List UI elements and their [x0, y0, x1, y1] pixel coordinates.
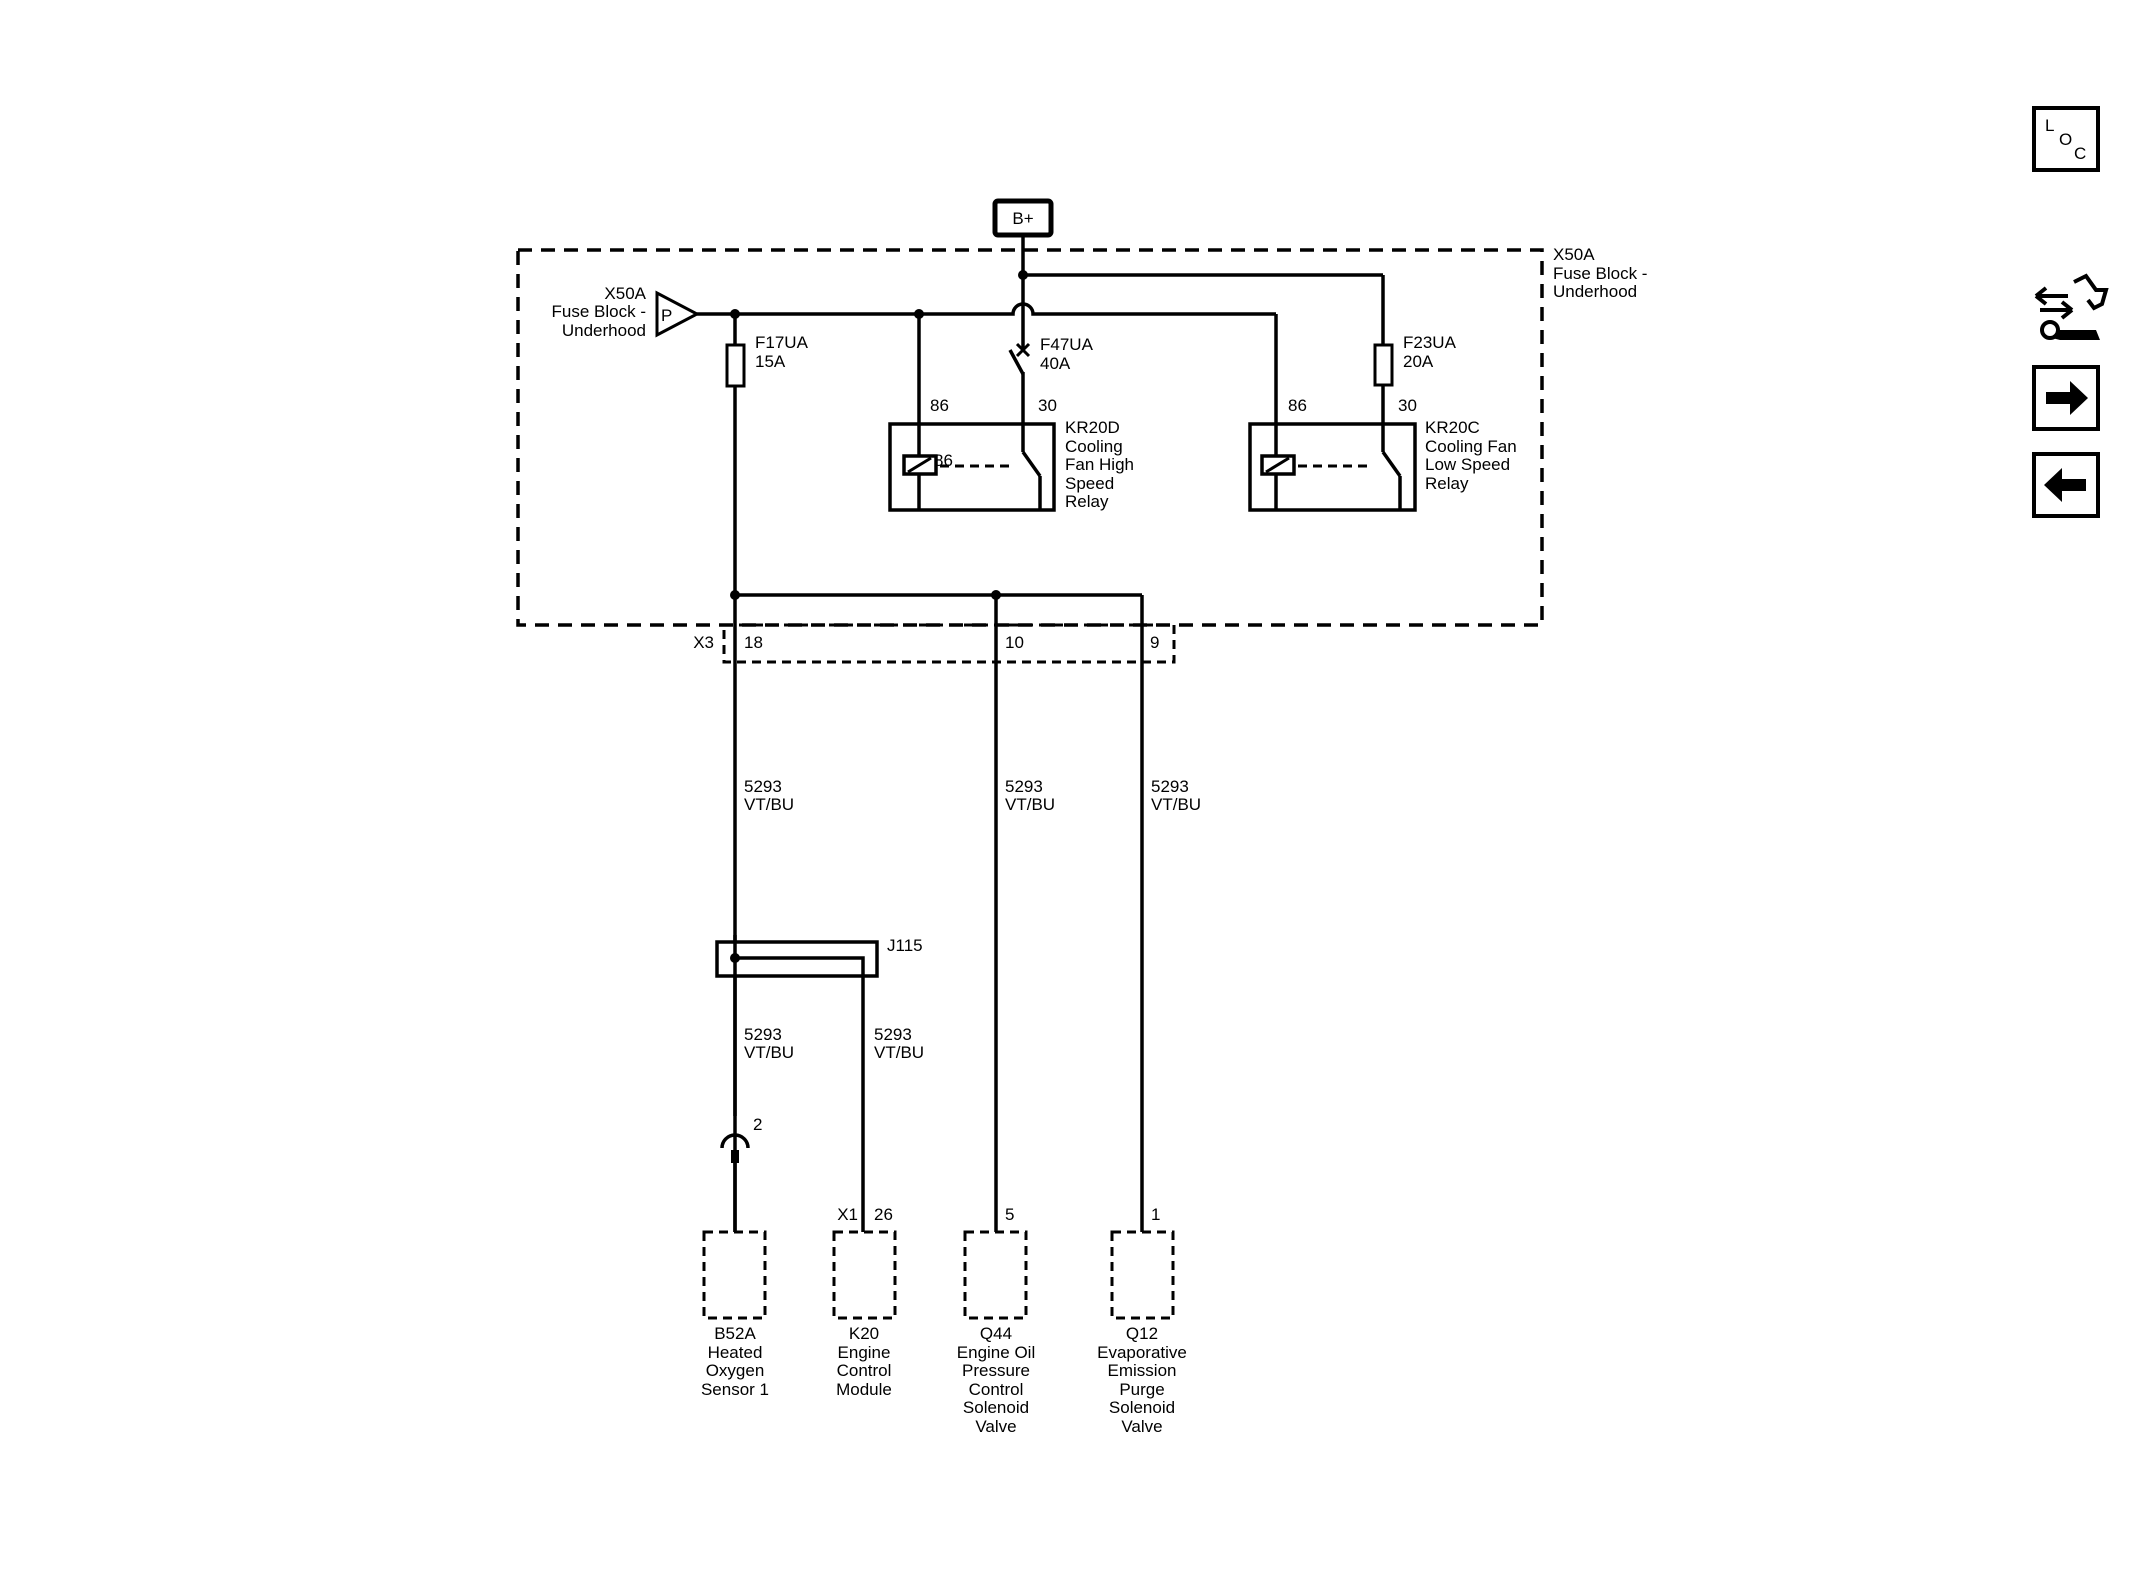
- svg-text:Valve: Valve: [975, 1417, 1016, 1436]
- svg-text:VT/BU: VT/BU: [744, 1043, 794, 1062]
- battery-label: B+: [1012, 209, 1033, 228]
- battery-positive-source: B+: [992, 198, 1054, 250]
- k20-connector-label: X1: [837, 1205, 858, 1224]
- svg-text:Fuse Block -: Fuse Block -: [552, 302, 646, 321]
- svg-text:Fuse Block -: Fuse Block -: [1553, 264, 1647, 283]
- svg-text:Relay: Relay: [1065, 492, 1109, 511]
- wire-labels-upper: 5293 VT/BU 5293 VT/BU 5293 VT/BU: [744, 777, 1201, 814]
- connector-x3-pin-9: 9: [1150, 633, 1159, 652]
- forward-arrow-button[interactable]: [2032, 365, 2100, 431]
- connector-x3-pin-18: 18: [744, 633, 763, 652]
- b52a-pin-label: 2: [753, 1115, 762, 1134]
- svg-text:Solenoid: Solenoid: [1109, 1398, 1175, 1417]
- svg-text:5293: 5293: [1151, 777, 1189, 796]
- svg-text:20A: 20A: [1403, 352, 1434, 371]
- svg-text:15A: 15A: [755, 352, 786, 371]
- svg-text:Control: Control: [969, 1380, 1024, 1399]
- svg-text:X50A: X50A: [604, 284, 646, 303]
- svg-text:Engine: Engine: [838, 1343, 891, 1362]
- loc-button[interactable]: L O C: [2032, 106, 2100, 172]
- connector-x3-pin-10: 10: [1005, 633, 1024, 652]
- svg-text:F17UA: F17UA: [755, 333, 809, 352]
- svg-text:Q44: Q44: [980, 1324, 1012, 1343]
- svg-text:X50A: X50A: [1553, 245, 1595, 264]
- svg-text:C: C: [2074, 144, 2086, 163]
- fuse-f17ua: F17UA 15A: [725, 333, 809, 388]
- svg-text:Module: Module: [836, 1380, 892, 1399]
- svg-text:F47UA: F47UA: [1040, 335, 1094, 354]
- component-q44: Q44 Engine Oil Pressure Control Solenoid…: [957, 1230, 1035, 1436]
- splice-j115: J115: [715, 935, 923, 1232]
- relay-kr20d: 86 30 86 KR20D Cooling Fan High Speed Re…: [888, 396, 1134, 512]
- harness-routing-icon[interactable]: [2034, 273, 2109, 340]
- svg-text:Solenoid: Solenoid: [963, 1398, 1029, 1417]
- svg-text:F23UA: F23UA: [1403, 333, 1457, 352]
- internal-bus-wiring: [697, 250, 1385, 1232]
- svg-text:Pressure: Pressure: [962, 1361, 1030, 1380]
- svg-text:Cooling Fan: Cooling Fan: [1425, 437, 1517, 456]
- svg-text:VT/BU: VT/BU: [874, 1043, 924, 1062]
- connector-x3: X3 18 10 9: [693, 623, 1176, 664]
- relay-kr20c-coil-pin: 86: [1288, 396, 1307, 415]
- svg-text:Control: Control: [837, 1361, 892, 1380]
- svg-text:Relay: Relay: [1425, 474, 1469, 493]
- k20-pin-label: 26: [874, 1205, 893, 1224]
- svg-text:Q12: Q12: [1126, 1324, 1158, 1343]
- svg-text:P: P: [661, 306, 672, 325]
- svg-text:Underhood: Underhood: [562, 321, 646, 340]
- svg-text:Speed: Speed: [1065, 474, 1114, 493]
- component-k20: K20 Engine Control Module: [832, 1230, 897, 1399]
- fuse-block-label: X50A Fuse Block - Underhood: [1553, 245, 1647, 301]
- svg-text:J115: J115: [887, 936, 923, 955]
- svg-text:Engine Oil: Engine Oil: [957, 1343, 1035, 1362]
- relay-kr20c-switch-pin: 30: [1398, 396, 1417, 415]
- svg-text:5293: 5293: [744, 1025, 782, 1044]
- svg-text:L: L: [2045, 116, 2054, 135]
- relay-kr20d-switch-pin: 30: [1038, 396, 1057, 415]
- fuse-f23ua: F23UA 20A: [1373, 333, 1457, 387]
- svg-text:40A: 40A: [1040, 354, 1071, 373]
- q12-pin-label: 1: [1151, 1205, 1160, 1224]
- svg-text:VT/BU: VT/BU: [1005, 795, 1055, 814]
- relay-kr20d-coil-pin: 86: [930, 396, 949, 415]
- svg-text:Evaporative: Evaporative: [1097, 1343, 1187, 1362]
- back-arrow-button[interactable]: [2032, 452, 2100, 518]
- svg-text:5293: 5293: [744, 777, 782, 796]
- svg-text:B52A: B52A: [714, 1324, 756, 1343]
- relay-kr20c: 86 30 KR20C Cooling Fan Low Speed Relay: [1248, 396, 1517, 512]
- svg-text:Purge: Purge: [1119, 1380, 1164, 1399]
- svg-text:Low Speed: Low Speed: [1425, 455, 1510, 474]
- svg-text:Underhood: Underhood: [1553, 282, 1637, 301]
- component-q12: Q12 Evaporative Emission Purge Solenoid …: [1097, 1230, 1187, 1436]
- svg-text:K20: K20: [849, 1324, 879, 1343]
- svg-text:KR20D: KR20D: [1065, 418, 1120, 437]
- inline-connector-b52a: 2: [720, 1115, 762, 1232]
- svg-text:Cooling: Cooling: [1065, 437, 1123, 456]
- svg-text:Heated: Heated: [708, 1343, 763, 1362]
- connector-x3-label: X3: [693, 633, 714, 652]
- component-pin-labels: X1 26 5 1: [837, 1205, 1160, 1224]
- svg-text:KR20C: KR20C: [1425, 418, 1480, 437]
- svg-text:Emission: Emission: [1108, 1361, 1177, 1380]
- svg-text:Oxygen: Oxygen: [706, 1361, 765, 1380]
- fuse-block-connector-p: P X50A Fuse Block - Underhood: [552, 284, 701, 340]
- svg-text:5293: 5293: [874, 1025, 912, 1044]
- svg-text:Sensor 1: Sensor 1: [701, 1380, 769, 1399]
- svg-text:VT/BU: VT/BU: [744, 795, 794, 814]
- svg-text:Fan High: Fan High: [1065, 455, 1134, 474]
- fuse-f47ua: F47UA 40A: [1015, 335, 1094, 373]
- forward-arrow-icon: [2046, 381, 2088, 415]
- svg-text:O: O: [2059, 130, 2072, 149]
- svg-text:Valve: Valve: [1121, 1417, 1162, 1436]
- back-arrow-icon: [2044, 468, 2086, 502]
- q44-pin-label: 5: [1005, 1205, 1014, 1224]
- component-b52a: B52A Heated Oxygen Sensor 1: [701, 1230, 769, 1399]
- svg-text:5293: 5293: [1005, 777, 1043, 796]
- svg-text:VT/BU: VT/BU: [1151, 795, 1201, 814]
- wire-labels-lower: 5293 VT/BU 5293 VT/BU: [744, 1025, 924, 1062]
